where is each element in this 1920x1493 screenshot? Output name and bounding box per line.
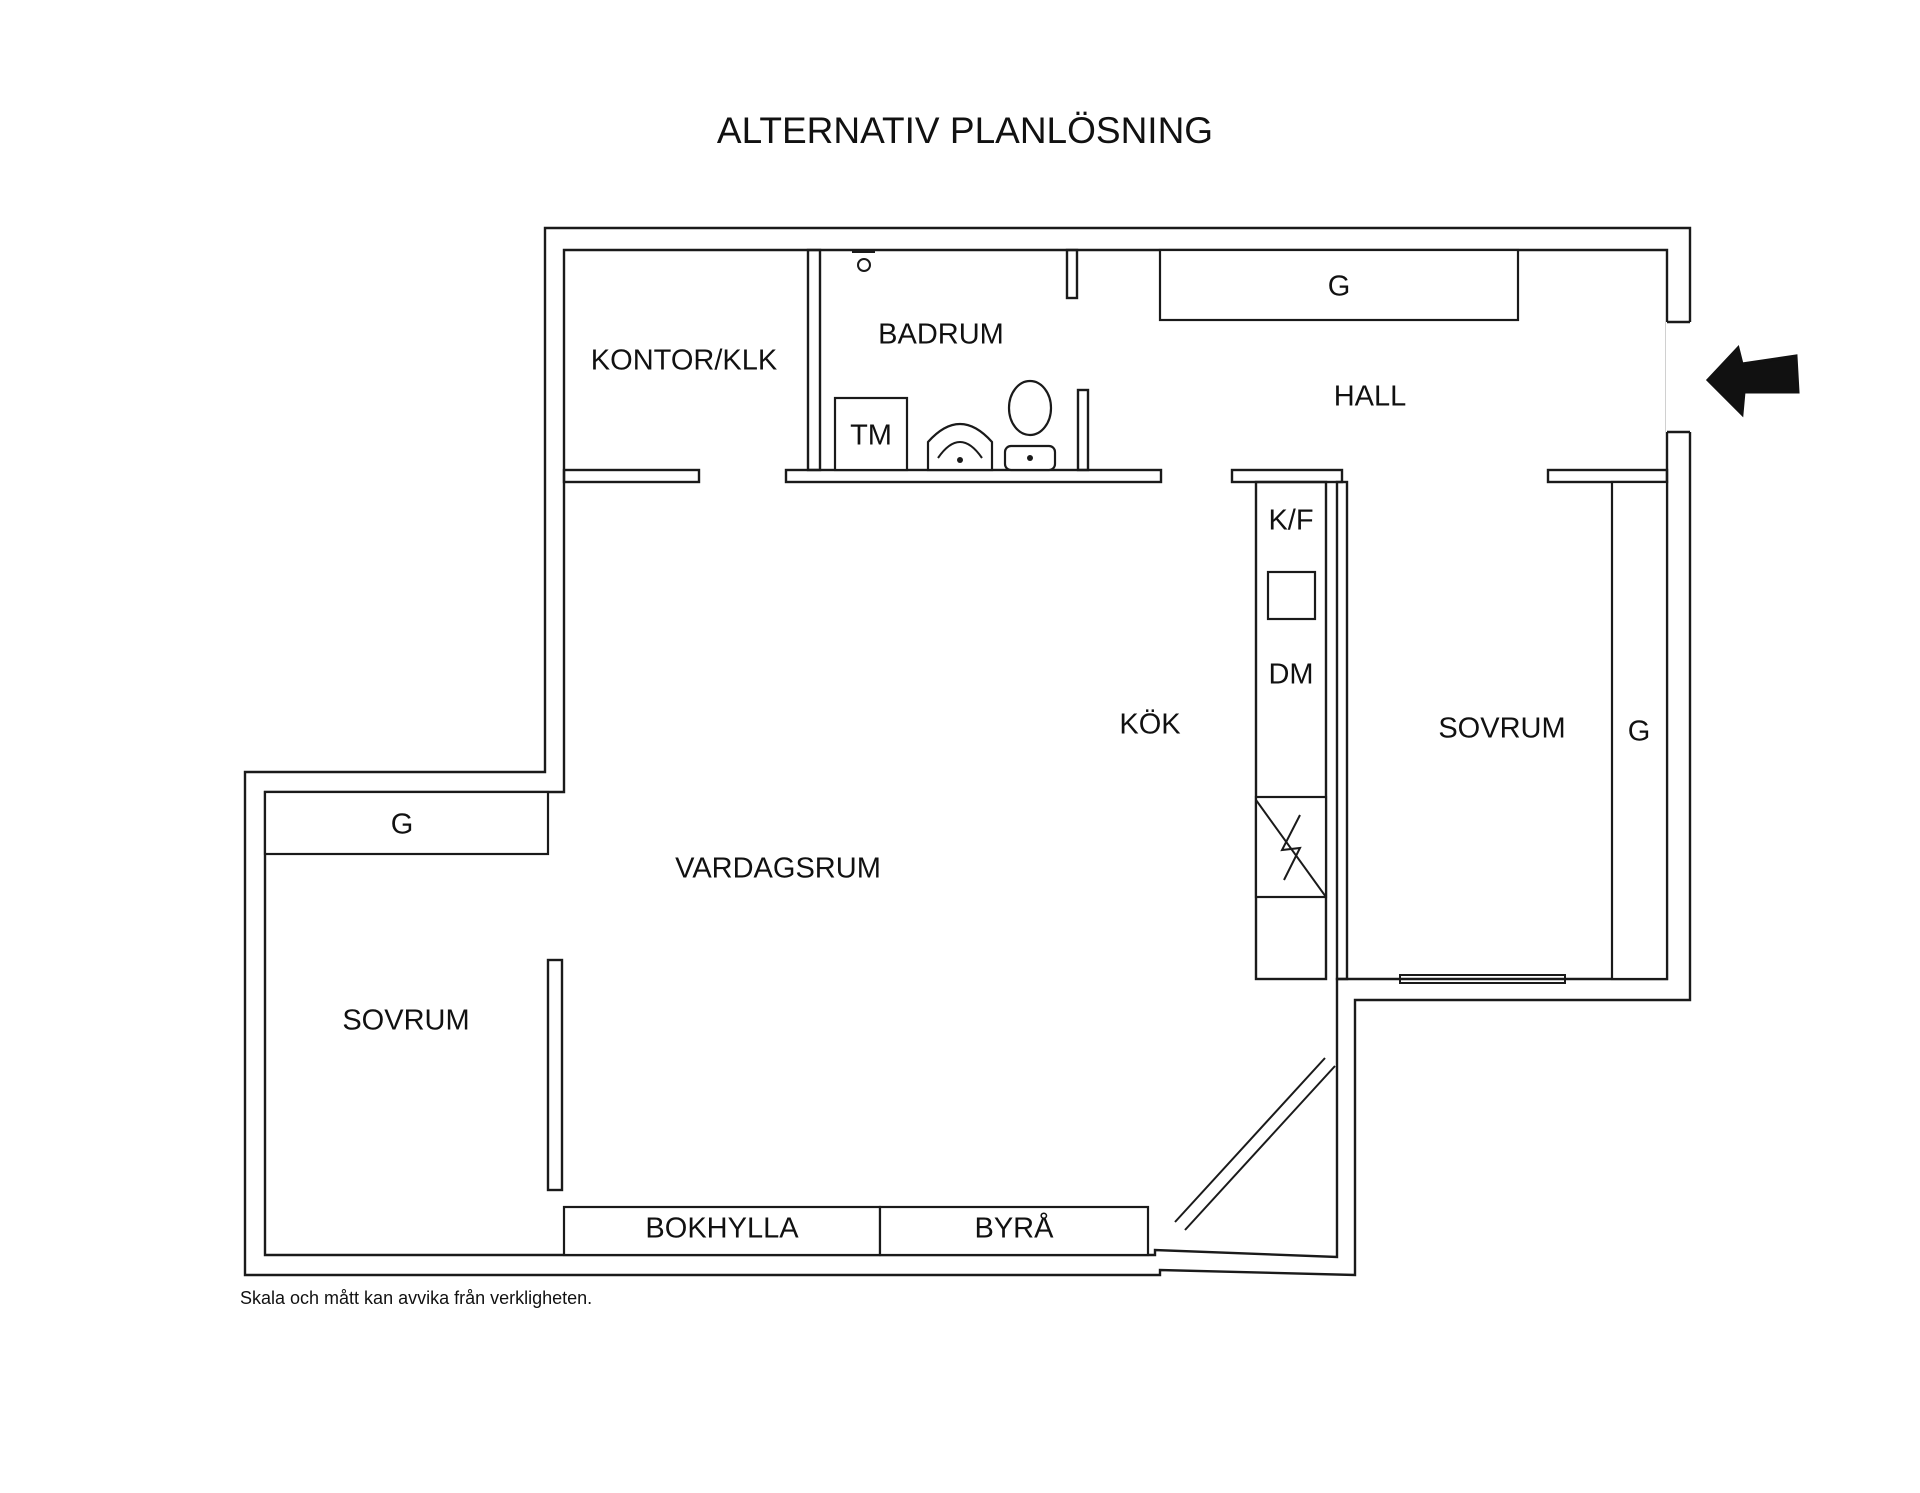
hall-wardrobe	[1158, 248, 1520, 322]
diagonal-window	[1174, 1057, 1336, 1231]
room-label-kok: KÖK	[1119, 709, 1181, 741]
room-label-badrum: BADRUM	[878, 319, 1004, 351]
room-label-hall: HALL	[1334, 381, 1407, 413]
fridge-freezer-label: K/F	[1268, 505, 1313, 537]
plan-title: ALTERNATIV PLANLÖSNING	[717, 110, 1213, 151]
room-label-tm: TM	[850, 420, 892, 452]
entrance-arrow-icon	[1705, 344, 1800, 418]
sovrum-left-wardrobe	[263, 790, 550, 856]
dresser	[878, 1205, 1150, 1257]
room-label-sovrum-left: SOVRUM	[342, 1005, 469, 1037]
shower-icon	[852, 251, 875, 272]
hall-closet-label: G	[1328, 271, 1351, 303]
entrance-door-opening	[1666, 322, 1692, 432]
outer-walls	[243, 226, 1692, 1277]
sovrum-left-closet-label: G	[391, 809, 414, 841]
sink-icon	[926, 422, 994, 472]
room-label-kontor: KONTOR/KLK	[591, 345, 778, 377]
kitchen-sink	[1266, 570, 1317, 621]
dishwasher-label: DM	[1268, 659, 1313, 691]
washing-machine	[833, 396, 909, 472]
sovrum-right-closet-label: G	[1628, 716, 1651, 748]
toilet-icon	[1003, 379, 1057, 472]
room-label-vardagsrum: VARDAGSRUM	[675, 853, 881, 885]
stove-icon	[1254, 795, 1328, 899]
byra-label: BYRÅ	[975, 1212, 1055, 1245]
disclaimer: Skala och mått kan avvika från verklighe…	[240, 1288, 592, 1308]
interior-walls	[546, 248, 1669, 1192]
sovrum-right-wardrobe	[1610, 480, 1669, 981]
bokhylla-label: BOKHYLLA	[645, 1213, 799, 1245]
room-label-sovrum-right: SOVRUM	[1438, 713, 1565, 745]
